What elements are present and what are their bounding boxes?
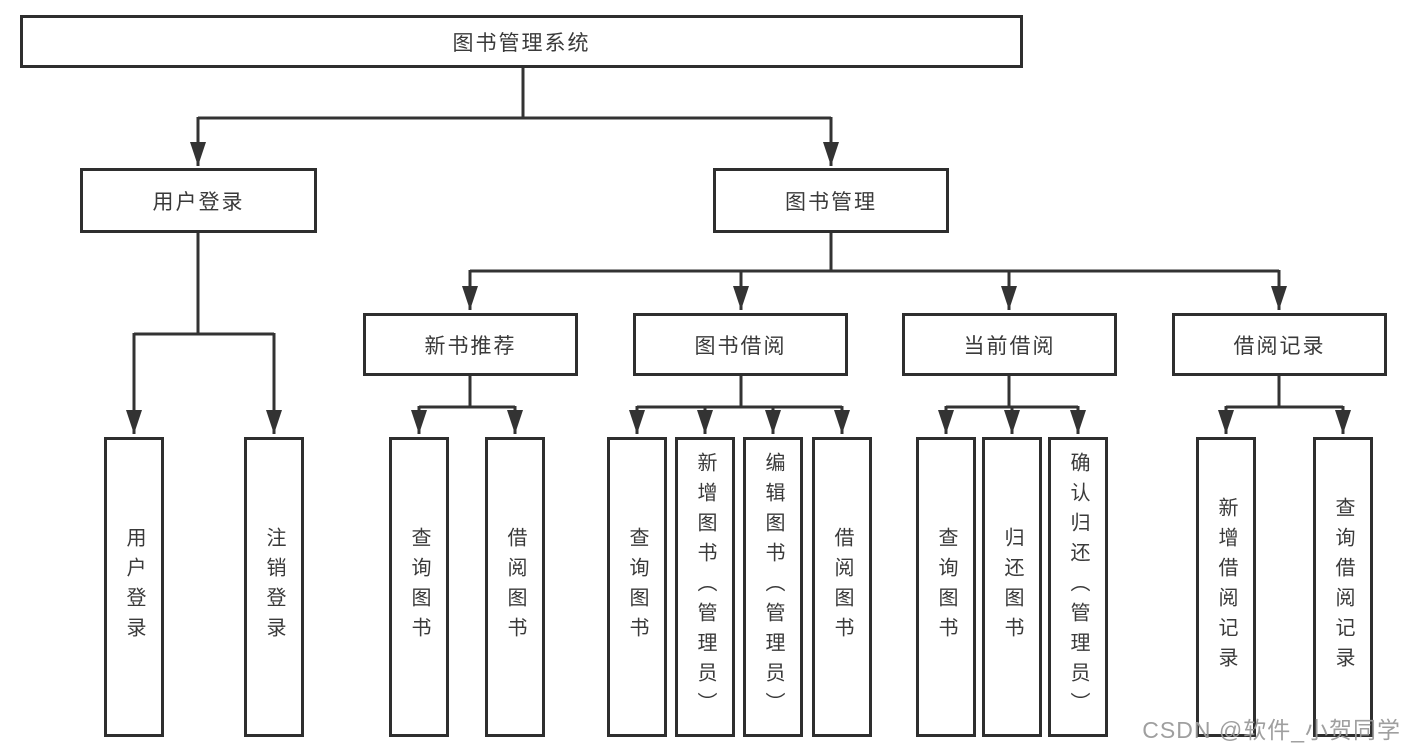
- node-borrow-records: 借阅记录: [1172, 313, 1387, 376]
- leaf-borrow-books-2-label: 借阅图书: [831, 527, 853, 647]
- leaf-logout: 注销登录: [244, 437, 304, 737]
- leaf-add-book-admin: 新增图书（管理员）: [675, 437, 735, 737]
- leaf-edit-book-admin: 编辑图书（管理员）: [743, 437, 803, 737]
- leaf-query-books-3-label: 查询图书: [935, 527, 957, 647]
- node-book-borrow-label: 图书借阅: [694, 334, 787, 358]
- node-root-label: 图书管理系统: [452, 31, 591, 55]
- leaf-add-book-admin-label: 新增图书（管理员）: [694, 452, 716, 722]
- node-user-login: 用户登录: [80, 168, 317, 233]
- node-borrow-records-label: 借阅记录: [1233, 334, 1326, 358]
- node-book-management-label: 图书管理: [785, 190, 877, 214]
- leaf-add-borrow-record: 新增借阅记录: [1196, 437, 1256, 737]
- csdn-watermark: CSDN @软件_小贺同学: [1142, 717, 1401, 743]
- node-root-system: 图书管理系统: [20, 15, 1023, 68]
- leaf-borrow-books-1-label: 借阅图书: [504, 527, 526, 647]
- node-current-borrow: 当前借阅: [902, 313, 1117, 376]
- leaf-user-login-label: 用户登录: [123, 527, 145, 647]
- leaf-query-borrow-record: 查询借阅记录: [1313, 437, 1373, 737]
- leaf-add-borrow-record-label: 新增借阅记录: [1215, 497, 1237, 677]
- leaf-query-books-3: 查询图书: [916, 437, 976, 737]
- leaf-return-books-label: 归还图书: [1001, 527, 1023, 647]
- node-current-borrow-label: 当前借阅: [963, 334, 1056, 358]
- leaf-query-books-1: 查询图书: [389, 437, 449, 737]
- leaf-query-books-2: 查询图书: [607, 437, 667, 737]
- node-new-book-recommend: 新书推荐: [363, 313, 578, 376]
- node-new-book-recommend-label: 新书推荐: [424, 334, 517, 358]
- leaf-edit-book-admin-label: 编辑图书（管理员）: [762, 452, 784, 722]
- leaf-logout-label: 注销登录: [263, 527, 285, 647]
- leaf-borrow-books-2: 借阅图书: [812, 437, 872, 737]
- leaf-return-books: 归还图书: [982, 437, 1042, 737]
- leaf-query-books-2-label: 查询图书: [626, 527, 648, 647]
- leaf-borrow-books-1: 借阅图书: [485, 437, 545, 737]
- node-book-borrow: 图书借阅: [633, 313, 848, 376]
- leaf-user-login: 用户登录: [104, 437, 164, 737]
- node-user-login-label: 用户登录: [152, 190, 245, 214]
- leaf-query-borrow-record-label: 查询借阅记录: [1332, 497, 1354, 677]
- leaf-confirm-return-admin-label: 确认归还（管理员）: [1067, 452, 1089, 722]
- leaf-query-books-1-label: 查询图书: [408, 527, 430, 647]
- leaf-confirm-return-admin: 确认归还（管理员）: [1048, 437, 1108, 737]
- node-book-management: 图书管理: [713, 168, 949, 233]
